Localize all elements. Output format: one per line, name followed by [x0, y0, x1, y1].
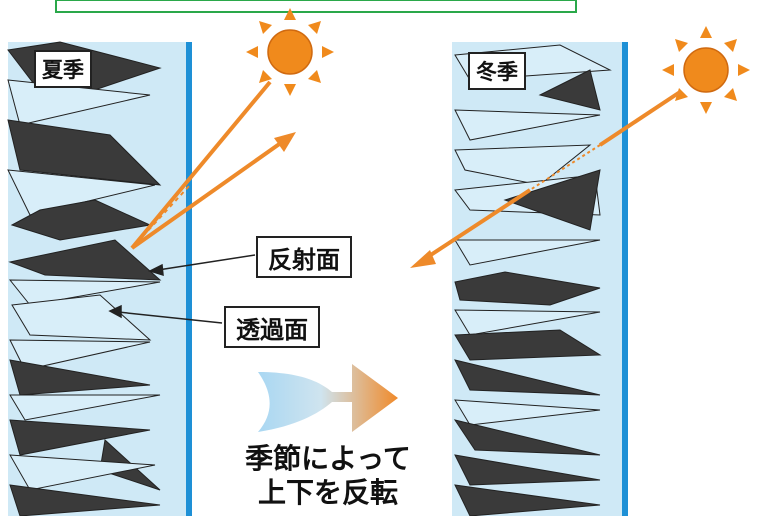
sun-icon — [662, 26, 750, 114]
winter-ray-arrowhead — [410, 250, 436, 268]
winter-ray — [418, 90, 682, 264]
fish-arrow-icon — [258, 364, 398, 432]
top-strip — [55, 0, 577, 13]
summer-panel — [7, 41, 192, 516]
winter-label: 冬季 — [468, 52, 526, 90]
sun-icon — [246, 8, 334, 96]
caption-line-2: 上下を反転 — [257, 476, 398, 509]
caption: 季節によって 上下を反転 — [228, 442, 428, 510]
summer-blades — [7, 41, 162, 516]
summer-rays — [130, 80, 287, 250]
summer-reflect-arrowhead — [274, 132, 296, 152]
summer-label: 夏季 — [34, 50, 92, 88]
transmissive-surface-label: 透過面 — [224, 306, 320, 348]
caption-line-1: 季節によって — [245, 442, 411, 475]
callout-leaders — [108, 254, 256, 324]
winter-panel — [452, 42, 628, 516]
reflective-surface-label: 反射面 — [256, 236, 352, 278]
